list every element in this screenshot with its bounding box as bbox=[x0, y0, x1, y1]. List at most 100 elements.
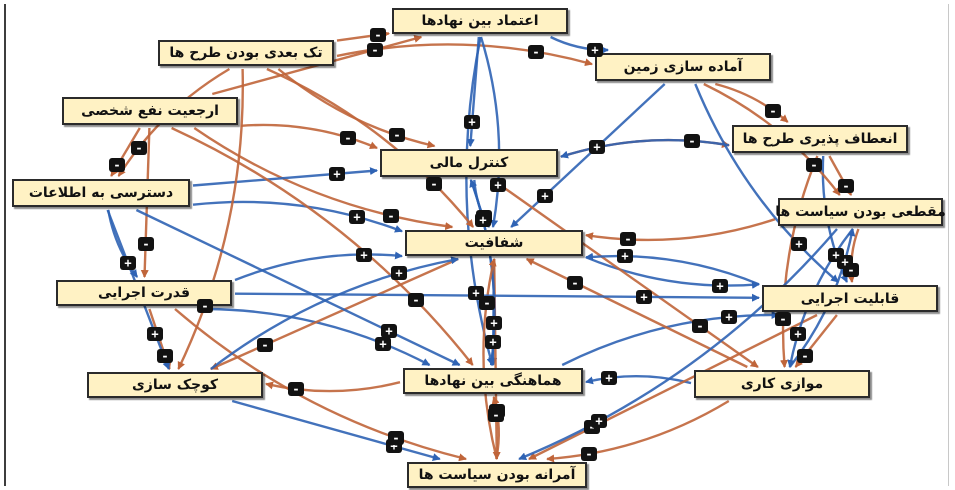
node-one-dimensional-plans: تک بعدی بودن طرح ها bbox=[158, 40, 334, 66]
edge-n4-n12 bbox=[171, 126, 474, 366]
edge-n14-n9 bbox=[210, 256, 460, 370]
edge-n11-n9 bbox=[585, 252, 760, 286]
node-land-preparation: آماده سازی زمین bbox=[595, 53, 771, 81]
positive-polarity-badge: + bbox=[617, 249, 633, 263]
node-plan-flexibility: انعطاف پذیری طرح ها bbox=[732, 125, 908, 153]
positive-polarity-badge: + bbox=[636, 290, 652, 304]
positive-polarity-badge: + bbox=[721, 310, 737, 324]
negative-polarity-badge: - bbox=[765, 104, 781, 118]
edge-n14-n15 bbox=[231, 399, 441, 461]
positive-polarity-badge: + bbox=[828, 248, 844, 262]
negative-polarity-badge: - bbox=[838, 179, 854, 193]
negative-polarity-badge: - bbox=[479, 296, 495, 310]
negative-polarity-badge: - bbox=[340, 131, 356, 145]
node-financial-control: کنترل مالی bbox=[380, 149, 558, 177]
node-temporary-policies: مقطعی بودن سیاست ها bbox=[775, 198, 946, 226]
edge-n13-n9 bbox=[525, 257, 748, 369]
positive-polarity-badge: + bbox=[375, 337, 391, 351]
negative-polarity-badge: - bbox=[257, 338, 273, 352]
negative-polarity-badge: - bbox=[581, 447, 597, 461]
node-authoritarian-policies: آمرانه بودن سیاست ها bbox=[407, 462, 587, 488]
negative-polarity-badge: - bbox=[288, 382, 304, 396]
edge-n10-n12 bbox=[207, 307, 431, 367]
negative-polarity-badge: - bbox=[426, 177, 442, 191]
positive-polarity-badge: + bbox=[537, 189, 553, 203]
positive-polarity-badge: + bbox=[356, 248, 372, 262]
node-self-interest-priority: ارجعیت نفع شخصی bbox=[62, 97, 238, 125]
negative-polarity-badge: - bbox=[806, 158, 822, 172]
positive-polarity-badge: + bbox=[589, 140, 605, 154]
edge-n10-n11 bbox=[234, 292, 760, 302]
positive-polarity-badge: + bbox=[587, 43, 603, 57]
edge-n2-n14 bbox=[177, 68, 245, 370]
negative-polarity-badge: - bbox=[109, 158, 125, 172]
positive-polarity-badge: + bbox=[601, 371, 617, 385]
edge-n5-n13 bbox=[780, 155, 819, 368]
node-downsizing: کوچک سازی bbox=[87, 372, 263, 398]
negative-polarity-badge: - bbox=[488, 408, 504, 422]
negative-polarity-badge: - bbox=[197, 299, 213, 313]
positive-polarity-badge: + bbox=[381, 324, 397, 338]
node-feasibility: قابلیت اجرایی bbox=[762, 285, 938, 312]
negative-polarity-badge: - bbox=[567, 276, 583, 290]
edge-n2-n6 bbox=[277, 68, 436, 149]
negative-polarity-badge: - bbox=[388, 431, 404, 445]
negative-polarity-badge: - bbox=[131, 141, 147, 155]
edge-n9-n14 bbox=[209, 257, 459, 371]
edge-n1-n9 bbox=[479, 36, 501, 228]
negative-polarity-badge: - bbox=[684, 134, 700, 148]
positive-polarity-badge: + bbox=[791, 237, 807, 251]
negative-polarity-badge: - bbox=[692, 319, 708, 333]
edge-n6-n13 bbox=[492, 179, 759, 368]
edge-n4-n9 bbox=[193, 127, 454, 231]
figure-frame bbox=[4, 4, 949, 486]
negative-polarity-badge: - bbox=[138, 237, 154, 251]
positive-polarity-badge: + bbox=[486, 316, 502, 330]
negative-polarity-badge: - bbox=[797, 349, 813, 363]
edge-n8-n9 bbox=[585, 218, 776, 242]
edge-n13-n12 bbox=[585, 375, 692, 385]
negative-polarity-badge: - bbox=[528, 45, 544, 59]
node-institutional-trust: اعتماد بین نهادها bbox=[392, 8, 568, 34]
negative-polarity-badge: - bbox=[367, 43, 383, 57]
edge-n3-n5 bbox=[715, 82, 789, 123]
edge-n1-n12 bbox=[465, 36, 495, 366]
edge-n13-n15 bbox=[546, 399, 730, 463]
positive-polarity-badge: + bbox=[349, 210, 365, 224]
edge-n1-n6 bbox=[466, 36, 480, 147]
edge-n10-n9 bbox=[234, 251, 403, 282]
edge-n11-n15 bbox=[528, 313, 818, 461]
positive-polarity-badge: + bbox=[485, 335, 501, 349]
node-institutional-coordination: هماهنگی بین نهادها bbox=[403, 368, 583, 394]
edge-n3-n11 bbox=[694, 83, 839, 283]
edge-n8-n15 bbox=[518, 228, 838, 461]
edge-n5-n6 bbox=[560, 138, 730, 159]
edge-n12-n14 bbox=[265, 381, 401, 393]
node-parallel-work: موازی کاری bbox=[694, 370, 870, 398]
negative-polarity-badge: - bbox=[775, 312, 791, 326]
negative-polarity-badge: - bbox=[408, 293, 424, 307]
positive-polarity-badge: + bbox=[475, 213, 491, 227]
negative-polarity-badge: - bbox=[620, 232, 636, 246]
positive-polarity-badge: + bbox=[464, 115, 480, 129]
edge-n9-n11 bbox=[585, 256, 760, 289]
edge-n3-n9 bbox=[510, 83, 666, 228]
positive-polarity-badge: + bbox=[147, 327, 163, 341]
negative-polarity-badge: - bbox=[389, 128, 405, 142]
edge-n7-n9 bbox=[192, 200, 403, 233]
positive-polarity-badge: + bbox=[591, 414, 607, 428]
positive-polarity-badge: + bbox=[120, 256, 136, 270]
positive-polarity-badge: + bbox=[329, 167, 345, 181]
negative-polarity-badge: - bbox=[157, 349, 173, 363]
edge-n4-n6 bbox=[240, 123, 378, 150]
positive-polarity-badge: + bbox=[712, 279, 728, 293]
node-information-access: دسترسی به اطلاعات bbox=[12, 179, 190, 207]
positive-polarity-badge: + bbox=[490, 178, 506, 192]
positive-polarity-badge: + bbox=[790, 327, 806, 341]
edge-n7-n12 bbox=[135, 208, 461, 367]
negative-polarity-badge: - bbox=[383, 209, 399, 223]
negative-polarity-badge: - bbox=[370, 28, 386, 42]
positive-polarity-badge: + bbox=[391, 266, 407, 280]
node-transparency: شفافیت bbox=[405, 230, 583, 256]
